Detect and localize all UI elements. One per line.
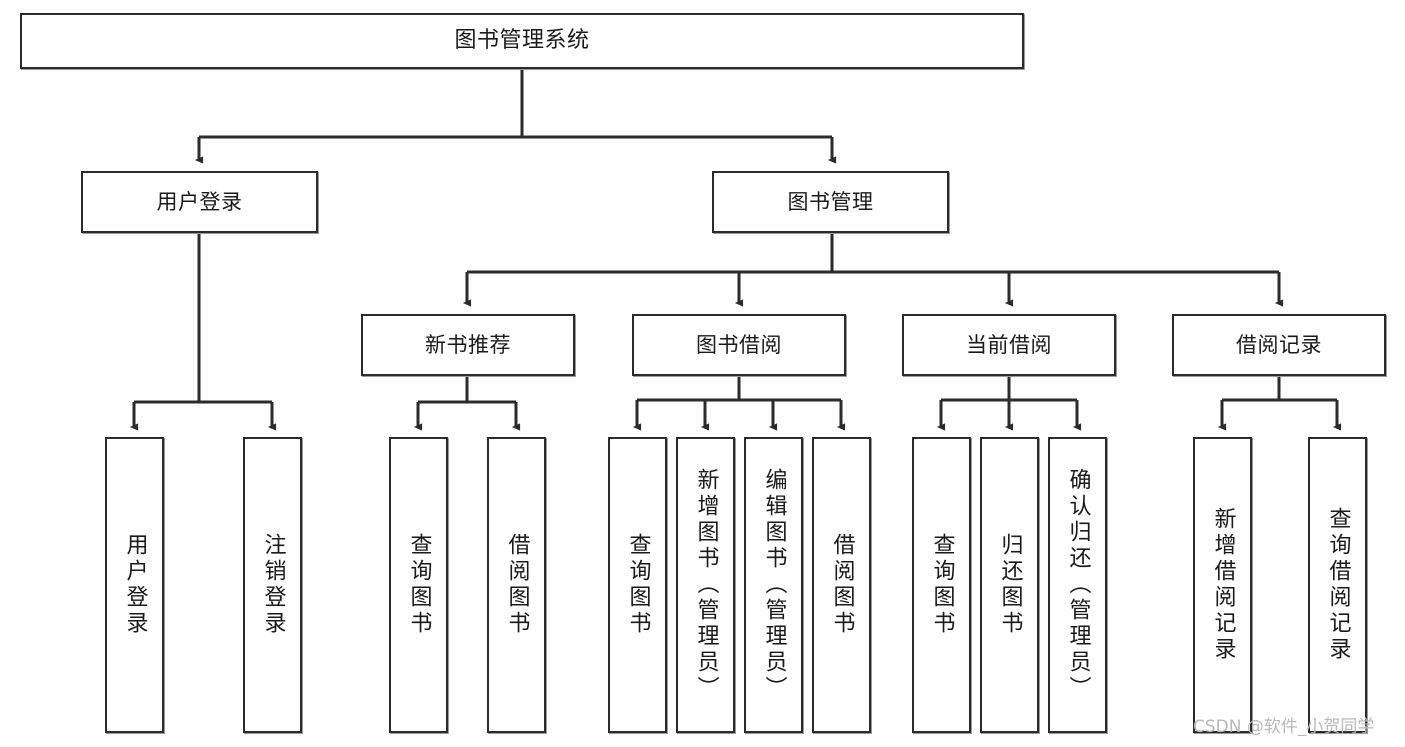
node-leaf-query-book-1-label: 查询图书: [406, 533, 432, 637]
node-leaf-query-record-label: 查询借阅记录: [1325, 507, 1351, 663]
node-leaf-edit-book-label: 编辑图书（管理员）: [761, 468, 787, 702]
node-leaf-confirm-return[interactable]: 确认归还（管理员）: [1048, 437, 1107, 733]
node-leaf-add-record[interactable]: 新增借阅记录: [1193, 437, 1252, 733]
node-book-borrow-label: 图书借阅: [696, 332, 782, 357]
node-leaf-borrow-book-1[interactable]: 借阅图书: [487, 437, 546, 733]
watermark-text: CSDN @软件_小贺同学: [1193, 717, 1375, 737]
node-leaf-logout-login[interactable]: 注销登录: [243, 437, 302, 733]
node-borrow-record[interactable]: 借阅记录: [1172, 314, 1386, 376]
node-leaf-user-login[interactable]: 用户登录: [105, 437, 164, 733]
node-leaf-confirm-return-label: 确认归还（管理员）: [1065, 468, 1091, 702]
node-user-login[interactable]: 用户登录: [81, 171, 318, 233]
node-leaf-query-book-2-label: 查询图书: [625, 533, 651, 637]
node-new-book-recommend-label: 新书推荐: [425, 332, 511, 357]
node-leaf-borrow-book-2[interactable]: 借阅图书: [812, 437, 871, 733]
node-leaf-edit-book[interactable]: 编辑图书（管理员）: [744, 437, 803, 733]
node-current-borrow-label: 当前借阅: [966, 332, 1052, 357]
node-root[interactable]: 图书管理系统: [20, 13, 1024, 69]
node-leaf-add-book-label: 新增图书（管理员）: [693, 468, 719, 702]
node-leaf-add-book[interactable]: 新增图书（管理员）: [676, 437, 735, 733]
node-leaf-borrow-book-2-label: 借阅图书: [829, 533, 855, 637]
node-leaf-add-record-label: 新增借阅记录: [1210, 507, 1236, 663]
node-new-book-recommend[interactable]: 新书推荐: [361, 314, 575, 376]
node-leaf-query-book-3[interactable]: 查询图书: [912, 437, 971, 733]
node-leaf-logout-login-label: 注销登录: [260, 533, 286, 637]
node-user-login-label: 用户登录: [156, 189, 243, 214]
node-book-manage-label: 图书管理: [787, 189, 874, 214]
node-leaf-return-book[interactable]: 归还图书: [980, 437, 1039, 733]
node-leaf-query-book-2[interactable]: 查询图书: [608, 437, 667, 733]
node-borrow-record-label: 借阅记录: [1236, 332, 1322, 357]
node-leaf-borrow-book-1-label: 借阅图书: [504, 533, 530, 637]
node-root-label: 图书管理系统: [454, 28, 590, 54]
node-leaf-return-book-label: 归还图书: [997, 533, 1023, 637]
node-leaf-user-login-label: 用户登录: [122, 533, 148, 637]
node-current-borrow[interactable]: 当前借阅: [902, 314, 1116, 376]
node-book-borrow[interactable]: 图书借阅: [632, 314, 846, 376]
node-leaf-query-record[interactable]: 查询借阅记录: [1308, 437, 1367, 733]
node-leaf-query-book-3-label: 查询图书: [929, 533, 955, 637]
node-book-manage[interactable]: 图书管理: [712, 171, 949, 233]
node-leaf-query-book-1[interactable]: 查询图书: [389, 437, 448, 733]
